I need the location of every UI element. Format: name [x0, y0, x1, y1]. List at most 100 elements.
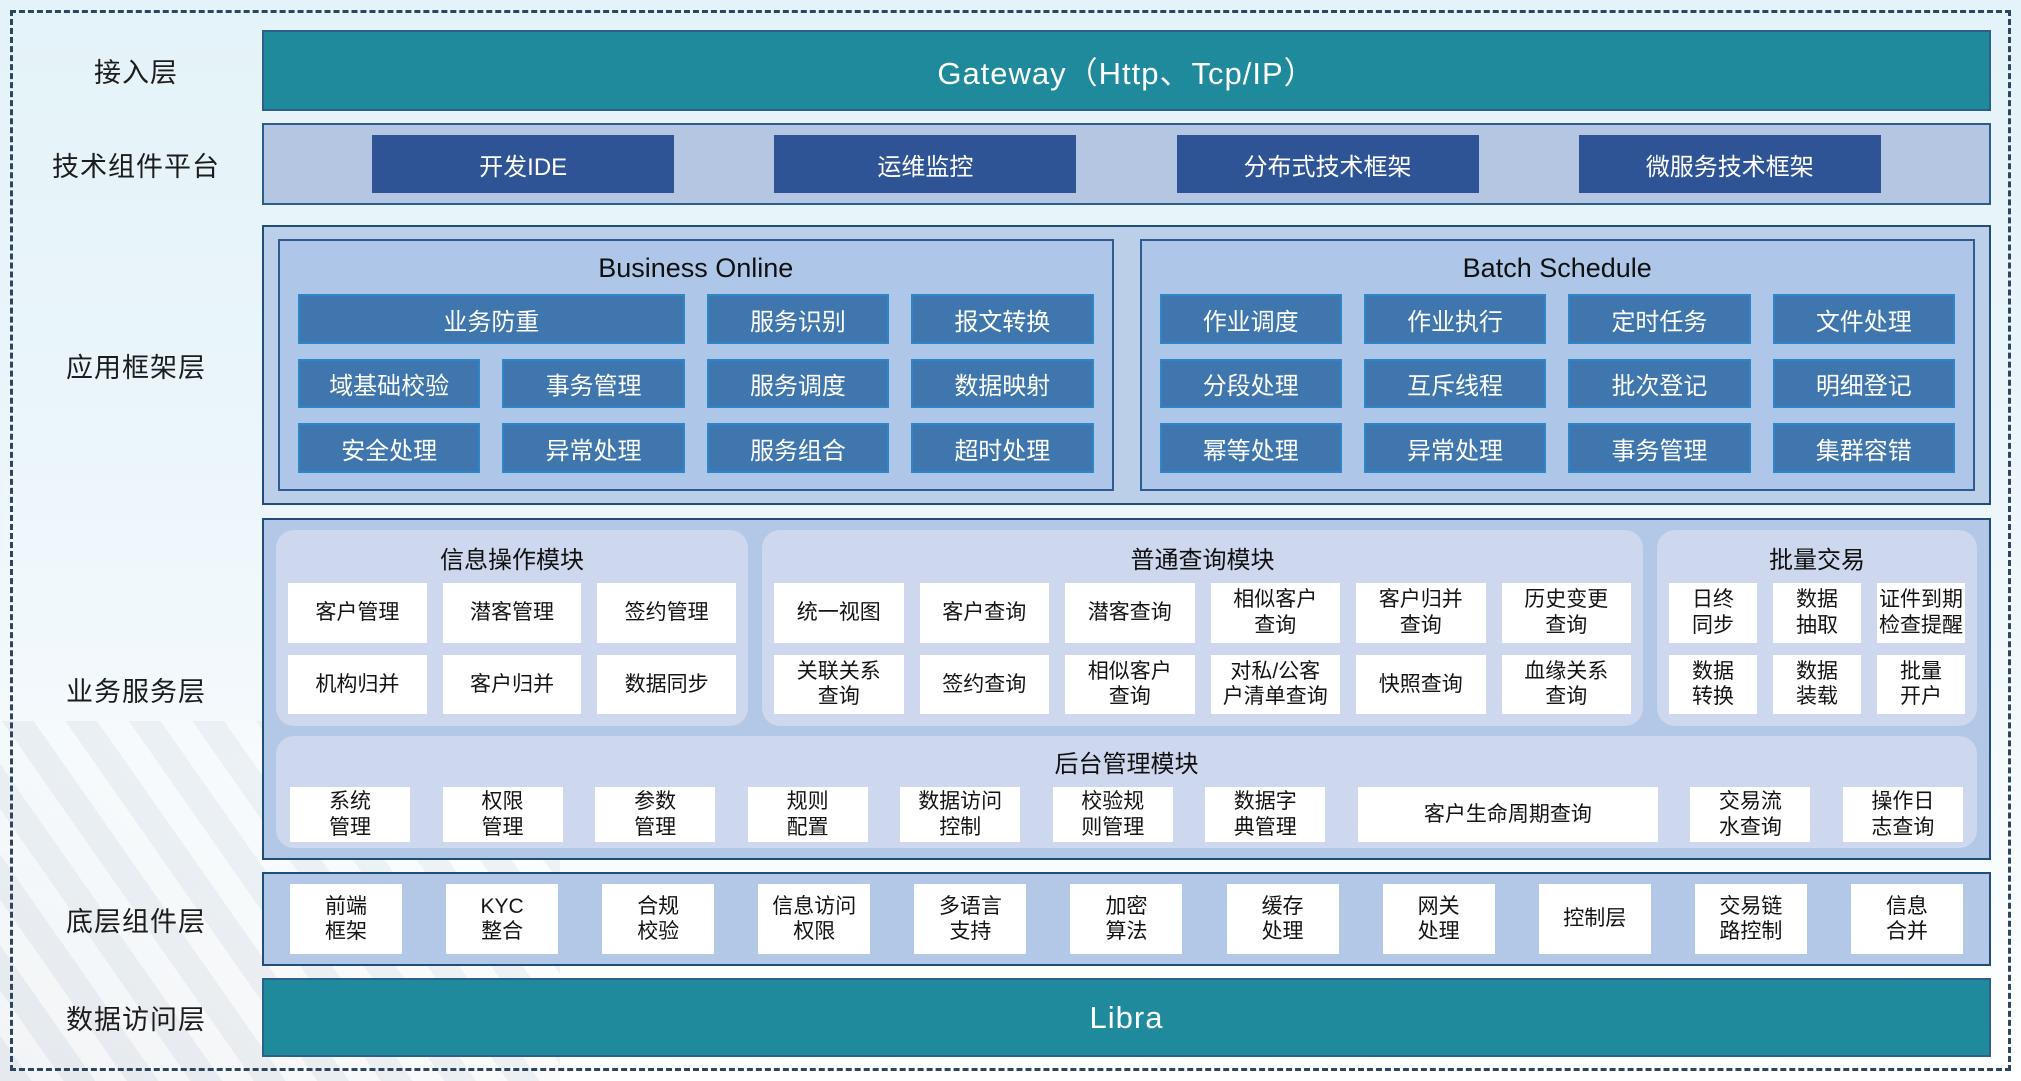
query-item: 历史变更 查询 [1501, 582, 1631, 643]
tech-platform-container: 开发IDE 运维监控 分布式技术框架 微服务技术框架 [262, 122, 1991, 206]
layer-tech-platform: 技术组件平台 开发IDE 运维监控 分布式技术框架 微服务技术框架 [10, 122, 1991, 206]
business-panels-row: 信息操作模块 客户管理 潜客管理 签约管理 机构归并 客户归并 数据同步 普通查… [276, 529, 1977, 727]
bs-item: 分段处理 [1159, 358, 1342, 409]
query-item: 签约查询 [919, 654, 1049, 715]
admin-item: 数据访问 控制 [900, 787, 1021, 843]
batch-transaction-module: 批量交易 日终 同步 数据 抽取 证件到期 检查提醒 数据 转换 数据 装载 批… [1657, 529, 1977, 727]
libra-bar-label: Libra [1089, 999, 1164, 1035]
info-item: 潜客管理 [442, 582, 582, 643]
libra-bar: Libra [262, 978, 1991, 1057]
query-item: 客户查询 [919, 582, 1049, 643]
general-query-module: 普通查询模块 统一视图 客户查询 潜客查询 相似客户 查询 客户归并 查询 历史… [762, 529, 1643, 727]
bo-item: 超时处理 [911, 423, 1094, 473]
tech-item-distributed-framework: 分布式技术框架 [1176, 135, 1479, 194]
foundation-item: 网关 处理 [1382, 884, 1495, 955]
bo-item: 服务组合 [706, 423, 890, 473]
bs-item: 集群容错 [1772, 423, 1955, 473]
foundation-item: 控制层 [1538, 884, 1651, 955]
query-item: 血缘关系 查询 [1501, 654, 1631, 715]
admin-item: 交易流 水查询 [1690, 787, 1811, 843]
query-item: 统一视图 [774, 582, 904, 643]
query-item: 相似客户 查询 [1065, 654, 1195, 715]
query-item: 快照查询 [1356, 654, 1486, 715]
business-online-title: Business Online [598, 253, 794, 284]
admin-item: 参数 管理 [595, 787, 716, 843]
foundation-item: 缓存 处理 [1226, 884, 1339, 955]
bo-item: 安全处理 [298, 423, 481, 473]
bs-item: 作业执行 [1363, 294, 1547, 344]
admin-management-title: 后台管理模块 [1054, 751, 1199, 779]
batch-item: 证件到期 检查提醒 [1877, 582, 1965, 643]
bs-item: 定时任务 [1568, 294, 1751, 344]
bs-item: 文件处理 [1772, 294, 1955, 344]
info-operation-grid: 客户管理 潜客管理 签约管理 机构归并 客户归并 数据同步 [288, 582, 736, 715]
bo-item: 域基础校验 [298, 358, 481, 409]
tech-item-microservice-framework: 微服务技术框架 [1578, 135, 1881, 194]
bs-item: 批次登记 [1568, 358, 1751, 409]
bs-item: 作业调度 [1159, 294, 1342, 344]
query-item: 相似客户 查询 [1210, 582, 1340, 643]
layer-label-foundation: 底层组件层 [66, 906, 206, 937]
bo-item: 服务调度 [706, 358, 890, 409]
layer-access: 接入层 Gateway（Http、Tcp/IP） [10, 30, 1991, 111]
foundation-item: 多语言 支持 [914, 884, 1027, 955]
query-item: 潜客查询 [1065, 582, 1195, 643]
batch-item: 日终 同步 [1669, 582, 1757, 643]
admin-item: 操作日 志查询 [1842, 787, 1963, 843]
info-item: 数据同步 [597, 654, 736, 715]
layer-label-access: 接入层 [94, 57, 178, 88]
admin-item: 规则 配置 [747, 787, 868, 843]
batch-item: 数据 转换 [1669, 654, 1757, 715]
batch-item: 数据 装载 [1773, 654, 1861, 715]
info-operation-module: 信息操作模块 客户管理 潜客管理 签约管理 机构归并 客户归并 数据同步 [276, 529, 748, 727]
app-framework-container: Business Online 业务防重 服务识别 报文转换 域基础校验 事务管… [262, 225, 1991, 505]
info-item: 机构归并 [288, 654, 427, 715]
general-query-grid: 统一视图 客户查询 潜客查询 相似客户 查询 客户归并 查询 历史变更 查询 关… [774, 582, 1631, 715]
foundation-item: 信息访问 权限 [758, 884, 871, 955]
layer-business-service: 业务服务层 信息操作模块 客户管理 潜客管理 签约管理 机构归并 客户归并 数据… [10, 517, 1991, 861]
layer-app-framework: 应用框架层 Business Online 业务防重 服务识别 报文转换 域基础… [10, 225, 1991, 505]
bo-item: 事务管理 [502, 358, 685, 409]
foundation-item: 合规 校验 [602, 884, 715, 955]
foundation-item: 信息 合并 [1850, 884, 1963, 955]
foundation-container: 前端 框架 KYC 整合 合规 校验 信息访问 权限 多语言 支持 加密 算法 … [262, 872, 1991, 967]
layer-data-access: 数据访问层 Libra [10, 978, 1991, 1057]
tech-item-dev-ide: 开发IDE [372, 135, 675, 194]
foundation-item: 加密 算法 [1070, 884, 1183, 955]
batch-schedule-title: Batch Schedule [1462, 253, 1652, 284]
batch-item: 数据 抽取 [1773, 582, 1861, 643]
bs-item: 异常处理 [1363, 423, 1547, 473]
tech-item-ops-monitoring: 运维监控 [774, 135, 1077, 194]
business-service-container: 信息操作模块 客户管理 潜客管理 签约管理 机构归并 客户归并 数据同步 普通查… [262, 517, 1991, 861]
bo-item: 数据映射 [911, 358, 1094, 409]
layer-foundation-components: 底层组件层 前端 框架 KYC 整合 合规 校验 信息访问 权限 多语言 支持 … [10, 872, 1991, 967]
info-item: 客户管理 [288, 582, 427, 643]
bs-item: 幂等处理 [1159, 423, 1342, 473]
bo-item: 报文转换 [911, 294, 1094, 344]
batch-item: 批量 开户 [1877, 654, 1965, 715]
batch-transaction-grid: 日终 同步 数据 抽取 证件到期 检查提醒 数据 转换 数据 装载 批量 开户 [1669, 582, 1965, 715]
gateway-bar-label: Gateway（Http、Tcp/IP） [937, 55, 1316, 91]
business-online-group: Business Online 业务防重 服务识别 报文转换 域基础校验 事务管… [278, 239, 1114, 491]
admin-management-module: 后台管理模块 系统 管理 权限 管理 参数 管理 规则 配置 数据访问 控制 校… [276, 736, 1977, 849]
info-item: 签约管理 [597, 582, 736, 643]
batch-transaction-title: 批量交易 [1769, 546, 1865, 574]
foundation-item: 交易链 路控制 [1694, 884, 1807, 955]
batch-schedule-group: Batch Schedule 作业调度 作业执行 定时任务 文件处理 分段处理 … [1139, 239, 1975, 491]
layer-label-business-service: 业务服务层 [66, 676, 206, 707]
bo-item: 服务识别 [706, 294, 890, 344]
gateway-bar: Gateway（Http、Tcp/IP） [262, 30, 1991, 111]
bs-item: 明细登记 [1772, 358, 1955, 409]
admin-management-row: 系统 管理 权限 管理 参数 管理 规则 配置 数据访问 控制 校验规 则管理 … [290, 787, 1963, 843]
architecture-diagram: 接入层 Gateway（Http、Tcp/IP） 技术组件平台 开发IDE 运维… [10, 10, 2011, 1071]
foundation-item: KYC 整合 [446, 884, 559, 955]
query-item: 客户归并 查询 [1356, 582, 1486, 643]
info-operation-title: 信息操作模块 [440, 546, 584, 574]
general-query-title: 普通查询模块 [1130, 546, 1275, 574]
bo-item: 异常处理 [502, 423, 685, 473]
bs-item: 互斥线程 [1363, 358, 1547, 409]
query-item: 对私/公客 户清单查询 [1210, 654, 1340, 715]
admin-item: 数据字 典管理 [1205, 787, 1326, 843]
query-item: 关联关系 查询 [774, 654, 904, 715]
layer-label-data-access: 数据访问层 [66, 1005, 206, 1036]
